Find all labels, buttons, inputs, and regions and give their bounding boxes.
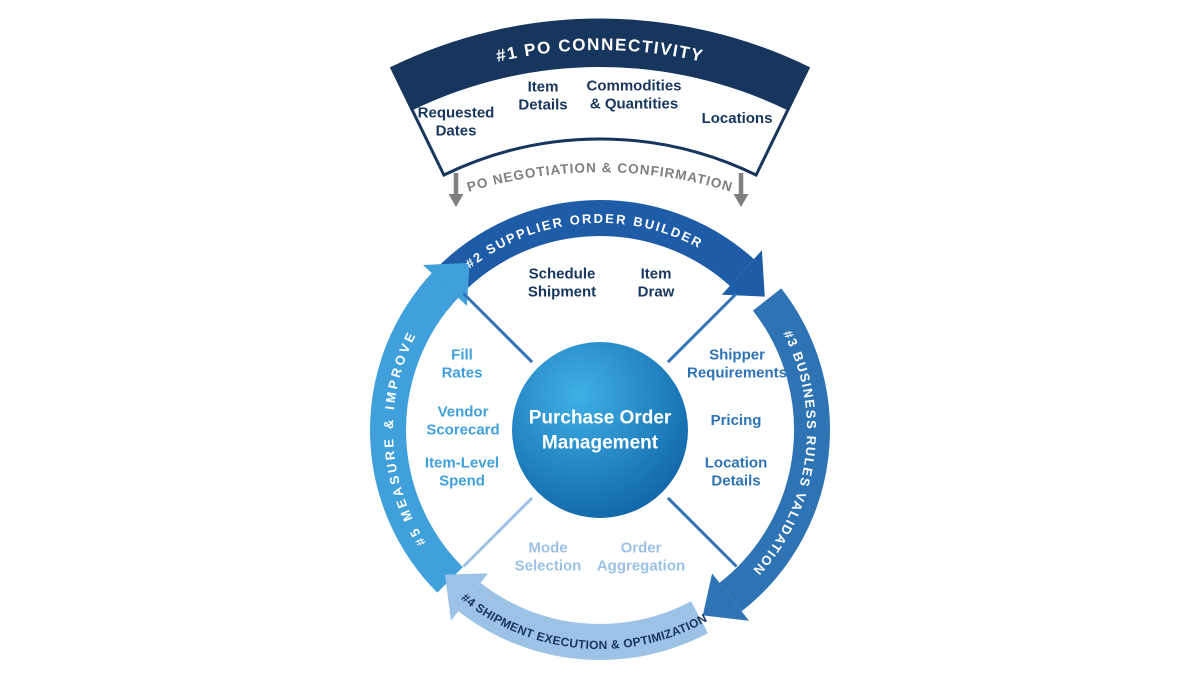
segment2-arrowhead-icon bbox=[721, 250, 765, 297]
quadrant5-item-item-level-spend: Item-Level Spend bbox=[424, 454, 500, 489]
fan-item-commodities: Commodities & Quantities bbox=[586, 77, 682, 112]
quadrant5-item-fill-rates: Fill Rates bbox=[441, 346, 483, 381]
negotiation-label: PO NEGOTIATION & CONFIRMATION bbox=[465, 160, 734, 195]
quadrant3-item-shipper-requirements: Shipper Requirements bbox=[686, 346, 788, 381]
quadrant3-item-location-details: Location Details bbox=[704, 454, 768, 489]
divider-line-nw bbox=[462, 292, 534, 364]
center-circle bbox=[512, 342, 688, 518]
quadrant5-item-vendor-scorecard: Vendor Scorecard bbox=[426, 403, 500, 438]
center-title: Purchase Order Management bbox=[528, 407, 672, 453]
segment4-band bbox=[458, 582, 708, 661]
segment3-arrowhead-icon bbox=[702, 573, 749, 621]
divider-line-ne bbox=[666, 292, 738, 364]
quadrant2-item-item-draw: Item Draw bbox=[637, 265, 675, 300]
segment5-band bbox=[370, 273, 463, 593]
segment4-arrowhead-icon bbox=[445, 573, 488, 621]
quadrant4-item-mode-selection: Mode Selection bbox=[514, 539, 582, 574]
quadrant2-item-schedule-shipment: Schedule Shipment bbox=[527, 265, 597, 300]
quadrant4-item-order-aggregation: Order Aggregation bbox=[596, 539, 686, 574]
fan-item-item-details: Item Details bbox=[518, 78, 568, 113]
divider-line-sw bbox=[462, 496, 534, 568]
negotiation-label-text: PO NEGOTIATION & CONFIRMATION bbox=[465, 160, 735, 195]
segment3-band bbox=[719, 288, 831, 612]
fan-header-band bbox=[391, 20, 809, 111]
segment5-arrowhead-icon bbox=[423, 262, 470, 306]
quadrant3-item-pricing: Pricing bbox=[710, 412, 762, 430]
fan-item-requested-dates: Requested Dates bbox=[417, 104, 495, 139]
divider-line-se bbox=[666, 496, 738, 568]
down-arrow-icon-left bbox=[448, 173, 464, 207]
fan-item-locations: Locations bbox=[701, 110, 773, 128]
down-arrow-icon-right bbox=[733, 173, 749, 207]
